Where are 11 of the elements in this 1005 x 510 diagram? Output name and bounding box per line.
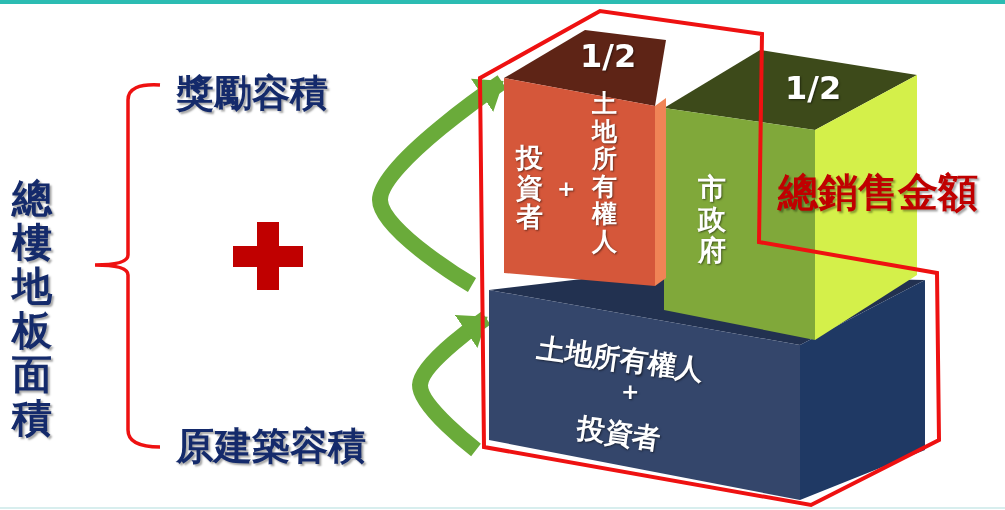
- vertical-title: 總樓地板面積: [12, 176, 52, 440]
- block-label: 土地所有權人: [592, 90, 617, 255]
- block-label: 市政府: [698, 174, 726, 267]
- block-label: +: [557, 178, 576, 200]
- category-label: 獎勵容積: [176, 70, 346, 116]
- category-label: 原建築容積: [176, 423, 386, 469]
- curved-arrow: [412, 311, 491, 457]
- block-label: 1/2: [580, 40, 637, 72]
- block-label: 1/2: [785, 72, 842, 104]
- block-label: 投資者: [516, 143, 543, 233]
- block-label: 投資者: [575, 414, 663, 454]
